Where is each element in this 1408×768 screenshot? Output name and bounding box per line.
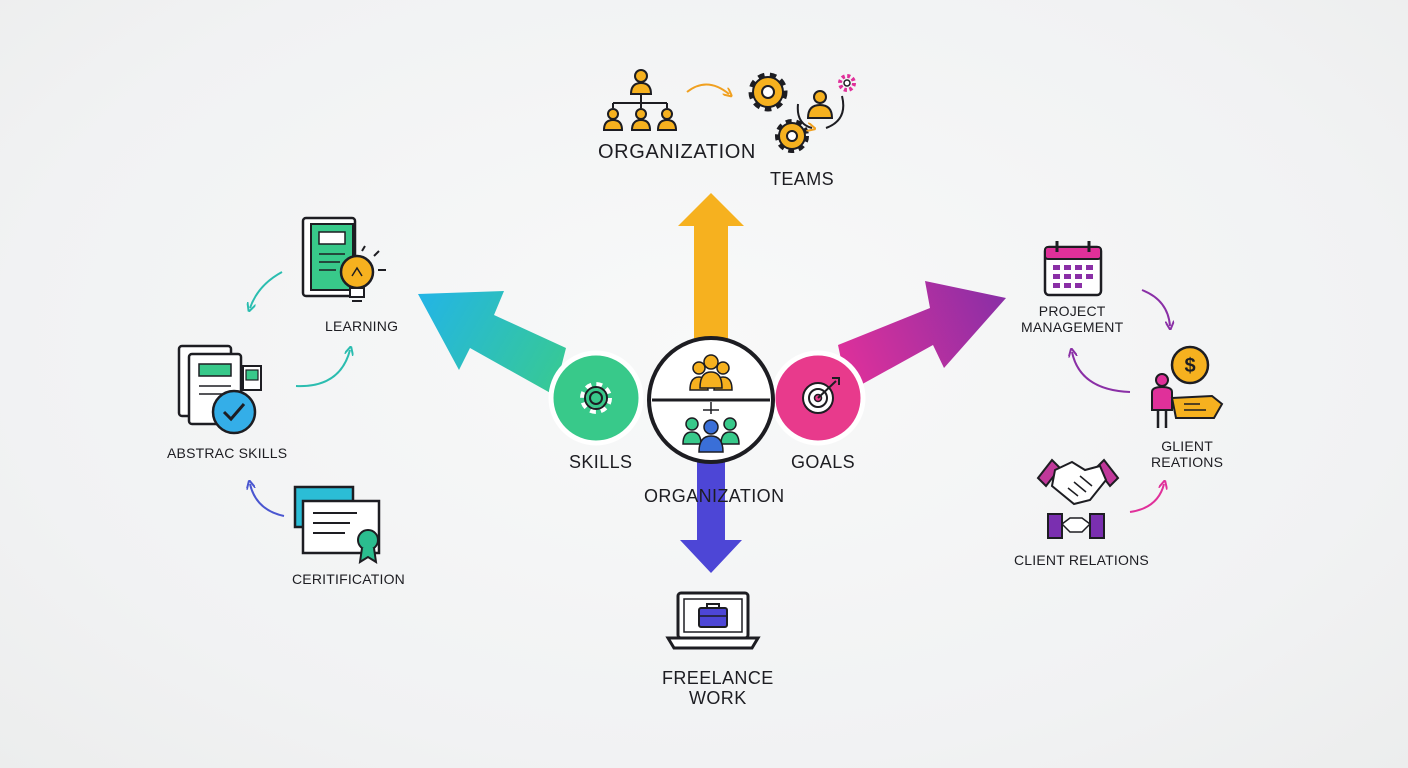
label-learning: LEARNING [325,318,399,334]
label-freelance-line1: FREELANCE [662,668,774,688]
skills-node [548,350,644,446]
label-glient-relations: GLIENT REATIONS [1151,438,1224,470]
org-chart-icon [602,69,678,131]
handshake-icon [1036,458,1120,539]
flow-arrow-glient-pm [1072,352,1131,393]
svg-text:$: $ [1184,355,1195,377]
gear-icon [580,382,612,414]
laptop-briefcase-icon [665,591,761,650]
flow-arrow-cert-abstract [250,484,285,517]
label-organization-center: ORGANIZATION [644,486,785,506]
target-icon [802,377,840,414]
gears-team-icon [748,72,856,153]
goals-node [770,350,866,446]
arrow-left [418,291,566,395]
label-organization-top: ORGANIZATION [598,141,756,163]
calendar-icon [1043,241,1103,297]
label-project-line1: PROJECT [1038,303,1106,319]
documents-check-icon [177,344,262,435]
label-glient-line2: REATIONS [1151,453,1224,470]
label-teams: TEAMS [770,169,835,189]
organization-node [647,336,775,464]
flow-arrow-learning-abstract [250,271,283,308]
arrow-down [680,462,742,573]
dollar-person-icon: $ [1151,345,1224,428]
flow-arrow-org-teams [686,83,729,94]
certificate-icon [293,485,381,564]
label-goals: GOALS [791,452,856,472]
book-lightbulb-icon [301,216,386,302]
label-certification: CERITIFICATION [292,571,405,587]
label-project-management: PROJECT MANAGEMENT [1021,303,1124,335]
arrow-right [838,281,1006,392]
flow-arrow-pm-glient [1141,289,1170,326]
label-skills: SKILLS [569,452,633,472]
arrow-up [678,193,744,340]
flow-arrow-abstract-learning [295,350,350,388]
label-client-relations: CLIENT RELATIONS [1014,552,1149,568]
label-freelance-work: FREELANCE WORK [662,668,774,708]
people-hierarchy-icon [682,354,740,453]
label-glient-line1: GLIENT [1161,438,1213,454]
label-project-line2: MANAGEMENT [1021,318,1124,335]
flow-arrow-client-glient [1129,484,1164,513]
label-abstract-skills: ABSTRAC SKILLS [167,445,288,461]
label-freelance-line2: WORK [689,688,747,709]
